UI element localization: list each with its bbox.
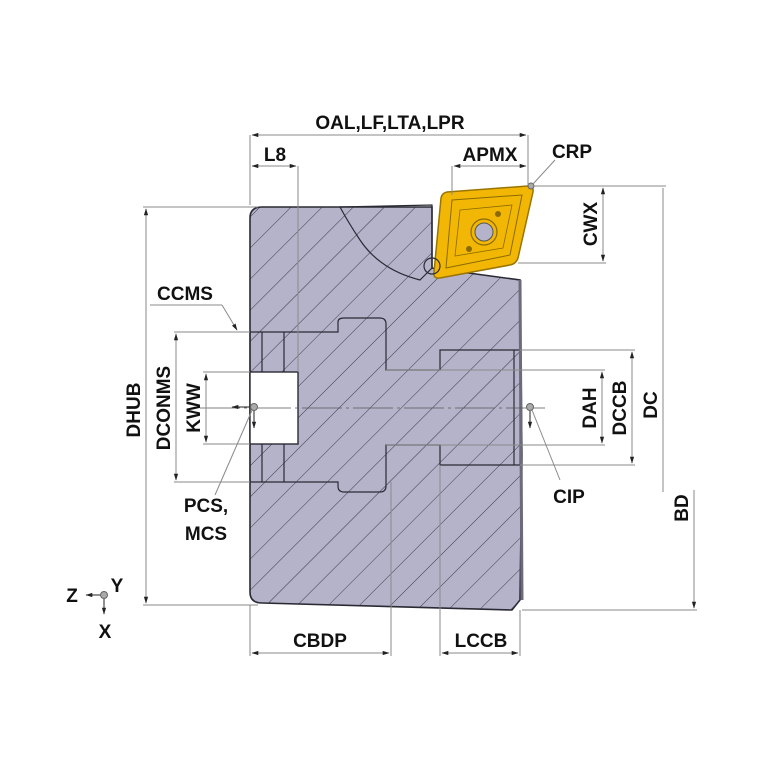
- insert: [423, 182, 535, 279]
- label-ccms: CCMS: [157, 284, 213, 305]
- label-cbdp: CBDP: [293, 631, 347, 652]
- label-lccb: LCCB: [455, 631, 508, 652]
- label-crp: CRP: [552, 142, 592, 163]
- label-apmx: APMX: [463, 145, 518, 166]
- coordinate-axes: Z Y X: [66, 576, 123, 643]
- label-bd: BD: [672, 494, 693, 521]
- cip-point: [526, 403, 534, 429]
- label-dccb: DCCB: [610, 381, 631, 436]
- axis-y-label: Y: [111, 576, 124, 597]
- label-cwx: CWX: [581, 202, 602, 247]
- label-oal: OAL,LF,LTA,LPR: [315, 113, 464, 134]
- axis-z-label: Z: [66, 586, 78, 607]
- label-dconms: DCONMS: [154, 366, 175, 450]
- pcs-point: [231, 403, 258, 429]
- label-dc: DC: [641, 391, 662, 419]
- label-cip: CIP: [553, 487, 585, 508]
- label-dah: DAH: [580, 387, 601, 428]
- label-pcs: PCS,: [184, 496, 228, 517]
- label-kww: KWW: [184, 383, 205, 433]
- label-dhub: DHUB: [124, 383, 145, 438]
- label-mcs: MCS: [185, 524, 227, 545]
- chip-pocket: [339, 204, 433, 281]
- dimension-lines: [143, 132, 697, 656]
- label-l8: L8: [264, 145, 286, 166]
- cutter-body: [200, 204, 545, 611]
- axis-x-label: X: [99, 622, 112, 643]
